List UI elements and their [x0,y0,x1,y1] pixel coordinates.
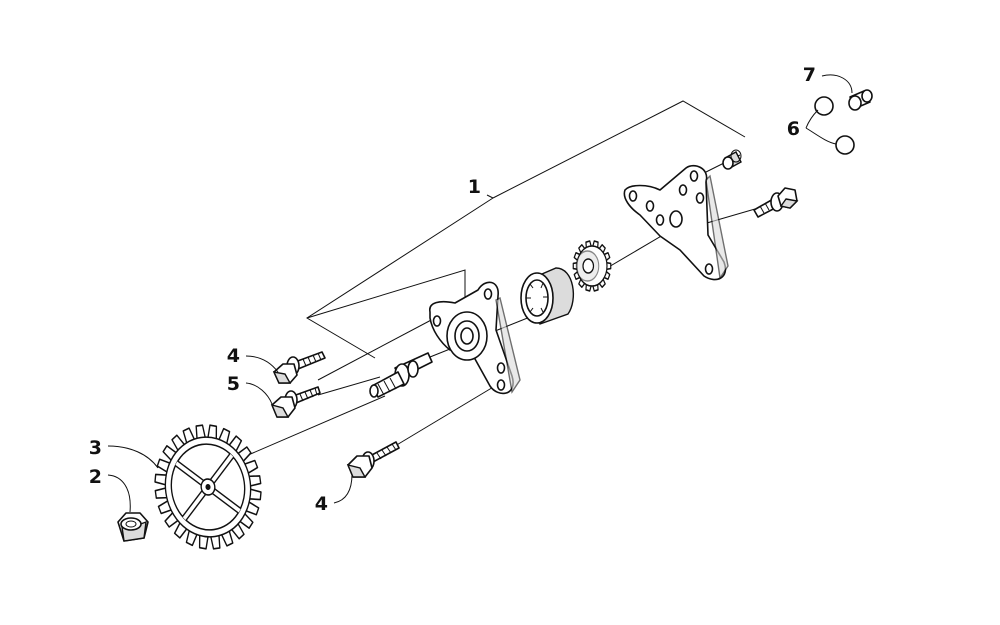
o-ring-lower [835,135,855,155]
callout-3: 3 [89,437,102,459]
outer-rotor [520,267,575,325]
pump-housing [429,281,521,395]
callout-labels: 1 2 3 4 4 5 6 7 [89,64,816,515]
inner-rotor [572,240,612,292]
cover-bolt [753,187,799,218]
sleeve-bushing [848,89,873,111]
callout-7: 7 [803,64,816,86]
flange-bolt-lower [346,441,400,478]
callout-2: 2 [89,466,102,488]
callout-4-upper: 4 [227,345,240,367]
pump-shaft [369,352,433,398]
dowel-pin [722,149,742,170]
flange-nut [117,512,149,542]
sprocket-gear [154,424,262,550]
callout-leaders [107,74,853,513]
callout-4-lower: 4 [315,493,328,515]
callout-5: 5 [227,373,240,395]
flange-bolt-middle [270,386,321,418]
flange-bolt-upper [272,351,326,384]
o-ring-upper [814,96,834,116]
pump-cover [623,164,729,281]
callout-1: 1 [468,176,481,198]
assembly-bracket-lines [306,100,746,359]
callout-6: 6 [787,118,800,140]
